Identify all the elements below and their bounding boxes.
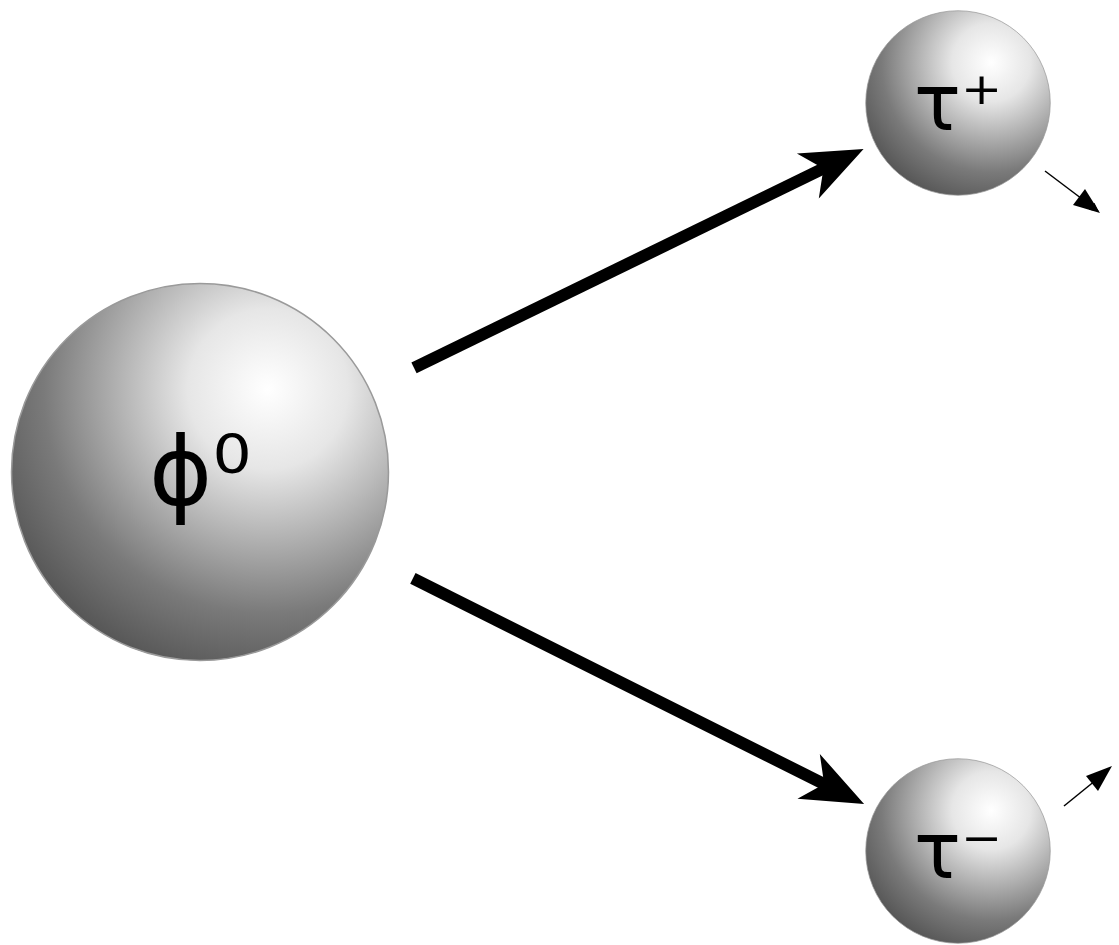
spin-arrowhead	[1086, 766, 1112, 791]
spin-arrow	[1064, 780, 1096, 806]
particle-sphere: τ⁻	[865, 758, 1051, 944]
spin-arrowhead	[1073, 189, 1100, 213]
decay-arrow	[414, 149, 864, 368]
particle-sphere: τ⁺	[865, 10, 1051, 196]
particle-sphere: ϕ⁰	[10, 282, 390, 662]
particle-label: τ⁻	[914, 812, 1002, 890]
particle-label: ϕ⁰	[149, 424, 251, 520]
decay-arrow	[413, 578, 864, 804]
particle-label: τ⁺	[914, 64, 1002, 142]
